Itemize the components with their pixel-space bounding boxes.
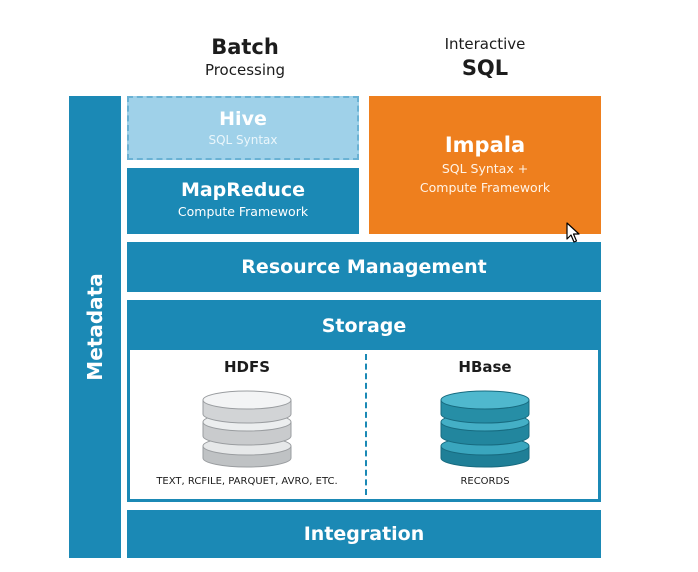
- interactive-heading-title: SQL: [461, 56, 509, 80]
- impala-subtitle-line2: Compute Framework: [419, 180, 551, 195]
- hive-box: Hive SQL Syntax: [127, 96, 359, 160]
- batch-heading-subtitle: Processing: [204, 61, 286, 79]
- storage-panel: HDFS TEXT, RCFILE, PARQUET, AVRO, ETC. H…: [130, 350, 598, 499]
- integration-label: Integration: [303, 523, 425, 545]
- hive-title: Hive: [219, 108, 267, 130]
- impala-subtitle-line1: SQL Syntax +: [441, 161, 529, 176]
- metadata-label: Metadata: [83, 273, 107, 381]
- hbase-column: HBase RECORDS: [368, 350, 602, 499]
- mapreduce-subtitle: Compute Framework: [177, 204, 309, 219]
- resource-management-bar: Resource Management: [127, 242, 601, 292]
- database-gray-icon: [199, 390, 295, 474]
- batch-heading-title: Batch: [211, 35, 279, 59]
- hdfs-title: HDFS: [223, 358, 271, 376]
- storage-divider: [365, 354, 367, 495]
- hbase-title: HBase: [458, 358, 512, 376]
- hdfs-caption: TEXT, RCFILE, PARQUET, AVRO, ETC.: [156, 476, 338, 487]
- hdfs-column: HDFS TEXT, RCFILE, PARQUET, AVRO, ETC.: [130, 350, 364, 499]
- interactive-sql-heading: Interactive SQL: [410, 34, 560, 82]
- batch-processing-heading: Batch Processing: [170, 34, 320, 80]
- integration-bar: Integration: [127, 510, 601, 558]
- resource-management-label: Resource Management: [241, 256, 487, 278]
- mapreduce-title: MapReduce: [180, 179, 306, 201]
- mouse-cursor-icon: [566, 222, 582, 248]
- database-teal-icon: [437, 390, 533, 474]
- metadata-bar: Metadata: [69, 96, 121, 558]
- hbase-caption: RECORDS: [460, 476, 510, 487]
- mapreduce-box: MapReduce Compute Framework: [127, 168, 359, 234]
- storage-frame: Storage HDFS TEXT, RCFILE, PARQUET, AVRO…: [127, 300, 601, 502]
- interactive-heading-subtitle: Interactive: [444, 35, 526, 53]
- impala-title: Impala: [444, 133, 526, 157]
- hive-subtitle: SQL Syntax: [208, 133, 278, 147]
- storage-title: Storage: [321, 315, 407, 337]
- impala-box: Impala SQL Syntax + Compute Framework: [369, 96, 601, 234]
